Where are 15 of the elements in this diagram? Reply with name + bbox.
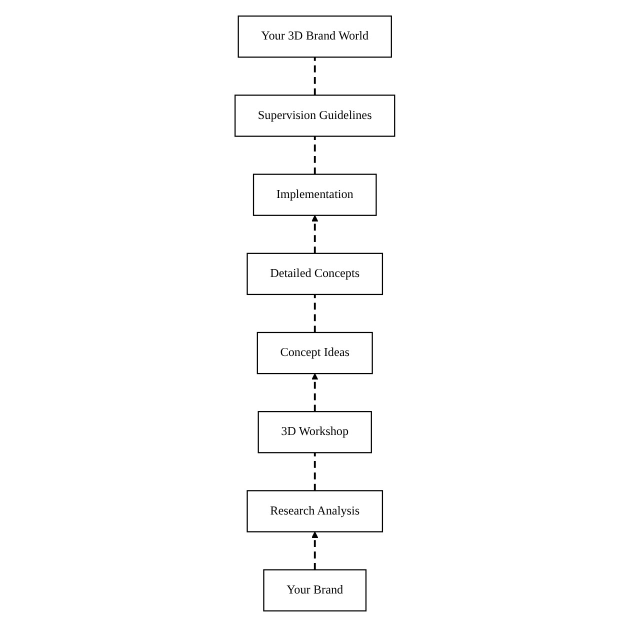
node-box: 3D Workshop — [258, 411, 372, 454]
connector — [314, 57, 316, 96]
arrow — [312, 215, 318, 254]
node-box: Supervision Guidelines — [234, 94, 396, 137]
node-box: Your 3D Brand World — [238, 16, 392, 58]
node-box: Implementation — [253, 174, 377, 216]
node-box: Research Analysis — [246, 490, 384, 532]
connector — [314, 136, 316, 174]
node-box: Concept Ideas — [256, 332, 374, 374]
connector — [314, 294, 316, 332]
arrow — [312, 531, 318, 570]
node-box: Your Brand — [263, 569, 367, 612]
arrow — [312, 373, 318, 412]
connector — [314, 452, 316, 491]
node-box: Detailed Concepts — [246, 252, 384, 296]
